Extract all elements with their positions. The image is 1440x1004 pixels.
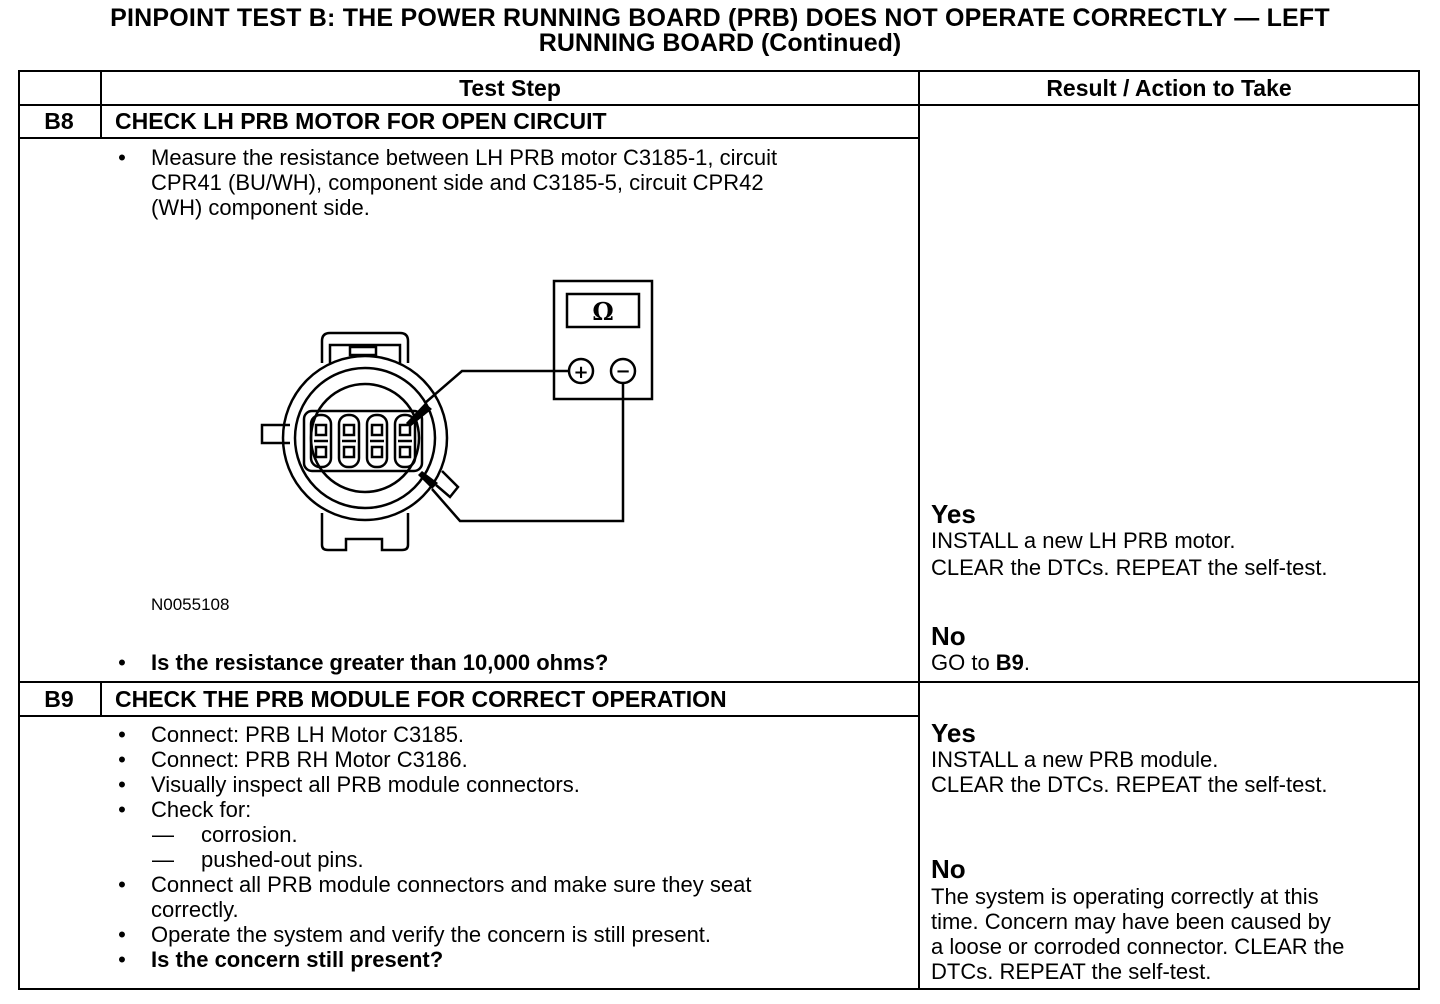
b8-yes-action: INSTALL a new LH PRB motor. bbox=[931, 528, 1236, 553]
bullet-dot: • bbox=[118, 650, 126, 675]
header-id-divider bbox=[100, 70, 102, 106]
page-title: PINPOINT TEST B: THE POWER RUNNING BOARD… bbox=[0, 6, 1440, 56]
b8-no-label: No bbox=[931, 621, 966, 651]
header-bottom-border bbox=[18, 104, 1420, 106]
connector-body bbox=[281, 354, 449, 522]
table-right-border bbox=[1418, 70, 1420, 990]
b9-no-label: No bbox=[931, 854, 966, 884]
bullet-dot: • bbox=[118, 722, 126, 747]
connector-pins bbox=[309, 413, 417, 469]
b9-bullet: Visually inspect all PRB module connecto… bbox=[151, 772, 580, 797]
b8-no-action: GO to B9. bbox=[931, 650, 1031, 675]
negative-probe bbox=[418, 471, 438, 489]
negative-lead bbox=[431, 383, 625, 523]
result-column-divider bbox=[918, 70, 920, 990]
dash-mark: — bbox=[152, 822, 174, 847]
multimeter-display bbox=[565, 292, 641, 329]
b8-bullet-line: (WH) component side. bbox=[151, 195, 370, 220]
title-line-1: PINPOINT TEST B: THE POWER RUNNING BOARD… bbox=[110, 4, 1330, 32]
b9-no-action: time. Concern may have been caused by bbox=[931, 909, 1331, 934]
b9-bullet: Connect all PRB module connectors and ma… bbox=[151, 872, 752, 897]
b9-yes-action: INSTALL a new PRB module. bbox=[931, 747, 1219, 772]
bullet-dot: • bbox=[118, 772, 126, 797]
b9-yes-label: Yes bbox=[931, 718, 976, 748]
title-line-2: RUNNING BOARD (Continued) bbox=[538, 29, 902, 57]
header-test-step: Test Step bbox=[459, 75, 561, 101]
b8-bottom-border bbox=[18, 681, 1420, 683]
b9-bullet: Operate the system and verify the concer… bbox=[151, 922, 712, 947]
b9-no-action: DTCs. REPEAT the self-test. bbox=[931, 959, 1212, 984]
b9-sub-item: corrosion. bbox=[201, 822, 298, 847]
goto-b9-link: B9 bbox=[995, 650, 1024, 675]
figure-code: N0055108 bbox=[151, 595, 230, 614]
bullet-dot: • bbox=[118, 872, 126, 897]
connector-latch bbox=[320, 331, 410, 363]
b8-yes-label: Yes bbox=[931, 499, 976, 529]
b9-title-bottom-border bbox=[18, 715, 920, 717]
multimeter-body bbox=[552, 279, 654, 401]
connector-diagram: Ω + − bbox=[260, 279, 654, 552]
b8-id-divider bbox=[100, 104, 102, 139]
positive-lead bbox=[424, 369, 569, 404]
connector-bottom-tab bbox=[320, 513, 410, 552]
b9-bullet: Connect: PRB LH Motor C3185. bbox=[151, 722, 465, 747]
b8-bullet-line: CPR41 (BU/WH), component side and C3185-… bbox=[151, 170, 764, 195]
bullet-dot: • bbox=[118, 145, 126, 170]
minus-sign: − bbox=[615, 361, 630, 382]
b9-bullet: Check for: bbox=[151, 797, 252, 822]
step-id-b9: B9 bbox=[44, 686, 74, 712]
table-left-border bbox=[18, 70, 20, 990]
bullet-dot: • bbox=[118, 947, 126, 972]
step-id-b8: B8 bbox=[44, 108, 74, 134]
connector-right-ear bbox=[435, 470, 460, 499]
bullet-dot: • bbox=[118, 747, 126, 772]
b8-bullet-line: Measure the resistance between LH PRB mo… bbox=[151, 145, 778, 170]
b8-title-bottom-border bbox=[18, 137, 920, 139]
b8-yes-action: CLEAR the DTCs. REPEAT the self-test. bbox=[931, 555, 1328, 580]
table-top-border bbox=[18, 70, 1420, 72]
b9-no-action: a loose or corroded connector. CLEAR the bbox=[931, 934, 1345, 959]
b9-sub-item: pushed-out pins. bbox=[201, 847, 364, 872]
b9-no-action: The system is operating correctly at thi… bbox=[931, 884, 1319, 909]
b8-question: Is the resistance greater than 10,000 oh… bbox=[151, 650, 609, 675]
b9-bullet: Connect: PRB RH Motor C3186. bbox=[151, 747, 468, 772]
bullet-dot: • bbox=[118, 922, 126, 947]
positive-probe bbox=[406, 403, 432, 427]
ohm-symbol: Ω bbox=[592, 297, 613, 326]
step-title-b9: CHECK THE PRB MODULE FOR CORRECT OPERATI… bbox=[115, 686, 727, 712]
connector-left-ear bbox=[260, 423, 290, 445]
table-bottom-border bbox=[18, 988, 1420, 990]
plus-sign: + bbox=[573, 362, 588, 383]
dash-mark: — bbox=[152, 847, 174, 872]
b9-question: Is the concern still present? bbox=[151, 947, 444, 972]
step-title-b8: CHECK LH PRB MOTOR FOR OPEN CIRCUIT bbox=[115, 108, 607, 134]
b9-yes-action: CLEAR the DTCs. REPEAT the self-test. bbox=[931, 772, 1328, 797]
b9-id-divider bbox=[100, 681, 102, 717]
bullet-dot: • bbox=[118, 797, 126, 822]
b9-bullet: correctly. bbox=[151, 897, 239, 922]
header-result-action: Result / Action to Take bbox=[1046, 75, 1292, 101]
